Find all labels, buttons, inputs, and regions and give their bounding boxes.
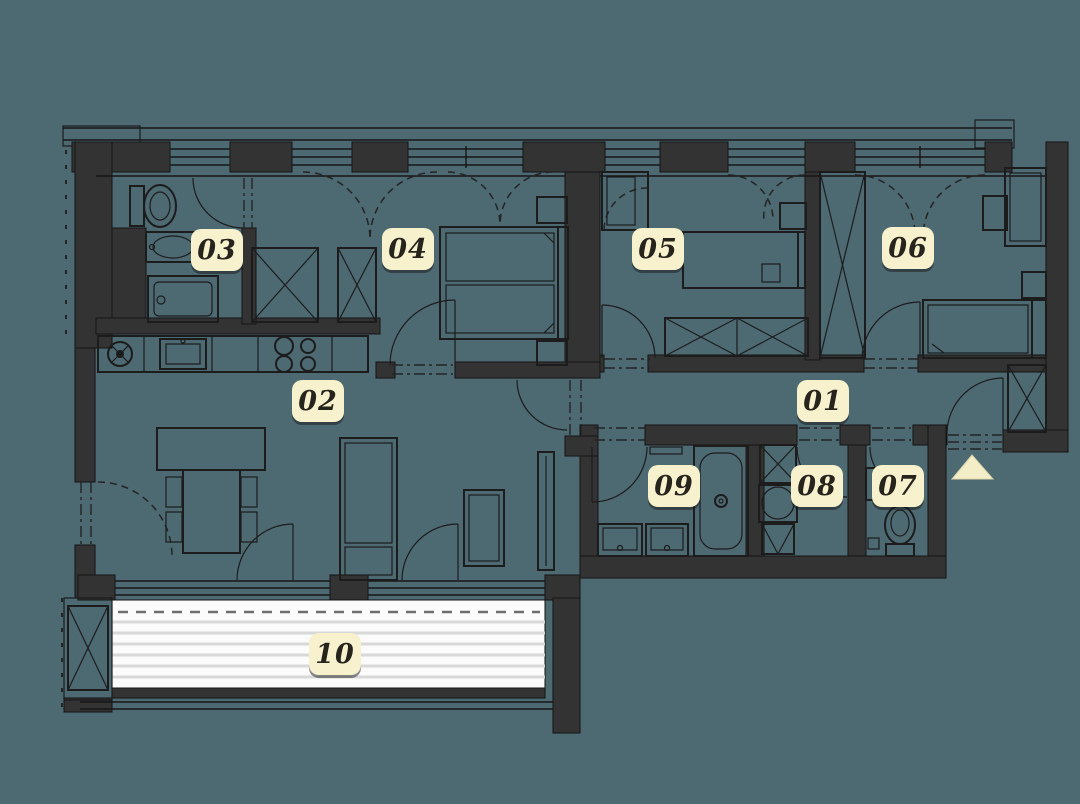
wardrobe-icon	[819, 171, 866, 359]
room-label-04: 04	[382, 228, 434, 270]
room-label-06: 06	[882, 227, 934, 269]
chair-icon	[982, 195, 1008, 231]
bathtub-icon	[693, 445, 749, 557]
bedroom-04-furniture	[439, 196, 569, 366]
nightstand-icon	[536, 196, 568, 224]
sink-icon	[645, 523, 689, 557]
room-label-10: 10	[309, 633, 361, 675]
curtain-arcs	[302, 171, 986, 240]
nightstand-icon	[1021, 271, 1047, 299]
toilet-icon	[884, 505, 916, 557]
window-top-03	[170, 148, 230, 166]
floor-drain-icon	[867, 537, 880, 550]
nightstand-icon	[779, 202, 807, 230]
dining-table	[156, 427, 266, 554]
cabinet-icon	[339, 437, 398, 581]
room-label-07: 07	[872, 465, 924, 507]
living-kitchen-02-furniture	[97, 335, 555, 581]
bedroom-06-furniture	[819, 167, 1047, 359]
double-bed-icon	[439, 226, 569, 340]
nightstand-icon	[536, 340, 568, 366]
sideboard-icon	[463, 489, 505, 567]
wardrobe-icon	[337, 247, 377, 323]
window-top-05a	[605, 148, 660, 166]
room-label-08: 08	[791, 465, 843, 507]
chair-icon	[240, 511, 258, 543]
bathroom-03-fixtures	[129, 184, 219, 323]
bed-icon	[922, 299, 1047, 359]
door-threshold	[243, 178, 253, 228]
kitchen-counter	[97, 335, 369, 373]
room-label-01: 01	[797, 380, 849, 422]
window-terrace-right	[368, 580, 545, 596]
window-top-06	[855, 146, 985, 168]
chair-icon	[240, 476, 258, 508]
window-top-04a	[292, 148, 352, 166]
entrance-door	[946, 377, 1004, 450]
corner-shelf-icon	[761, 523, 795, 555]
bed-icon	[682, 231, 806, 289]
doors	[80, 177, 1004, 581]
desk-icon	[1004, 167, 1047, 247]
cooktop-icon	[274, 336, 316, 373]
doormat	[649, 446, 683, 455]
washer-icon	[759, 444, 797, 484]
lowboard-icon	[664, 317, 809, 357]
disposal-icon	[107, 341, 133, 367]
entrance-arrow-icon	[950, 454, 995, 480]
window-top-04b	[408, 146, 523, 168]
room-label-05: 05	[632, 228, 684, 270]
window-terrace-left	[115, 580, 330, 596]
wardrobe-icon	[601, 171, 649, 231]
chair-icon	[165, 511, 183, 543]
room-label-03: 03	[191, 229, 243, 271]
washing-machine-icon	[147, 275, 219, 323]
sink-icon	[597, 523, 643, 557]
room-label-09: 09	[648, 465, 700, 507]
room-label-02: 02	[292, 380, 344, 422]
toilet-icon	[129, 184, 177, 228]
chair-icon	[165, 476, 183, 508]
terrace-column-brace	[63, 597, 113, 701]
hallway-wardrobe-icon	[1007, 364, 1047, 433]
wardrobe-icon	[251, 247, 319, 323]
radiator	[537, 451, 555, 571]
kitchen-sink-icon	[159, 338, 207, 370]
window-top-05b	[728, 148, 805, 166]
